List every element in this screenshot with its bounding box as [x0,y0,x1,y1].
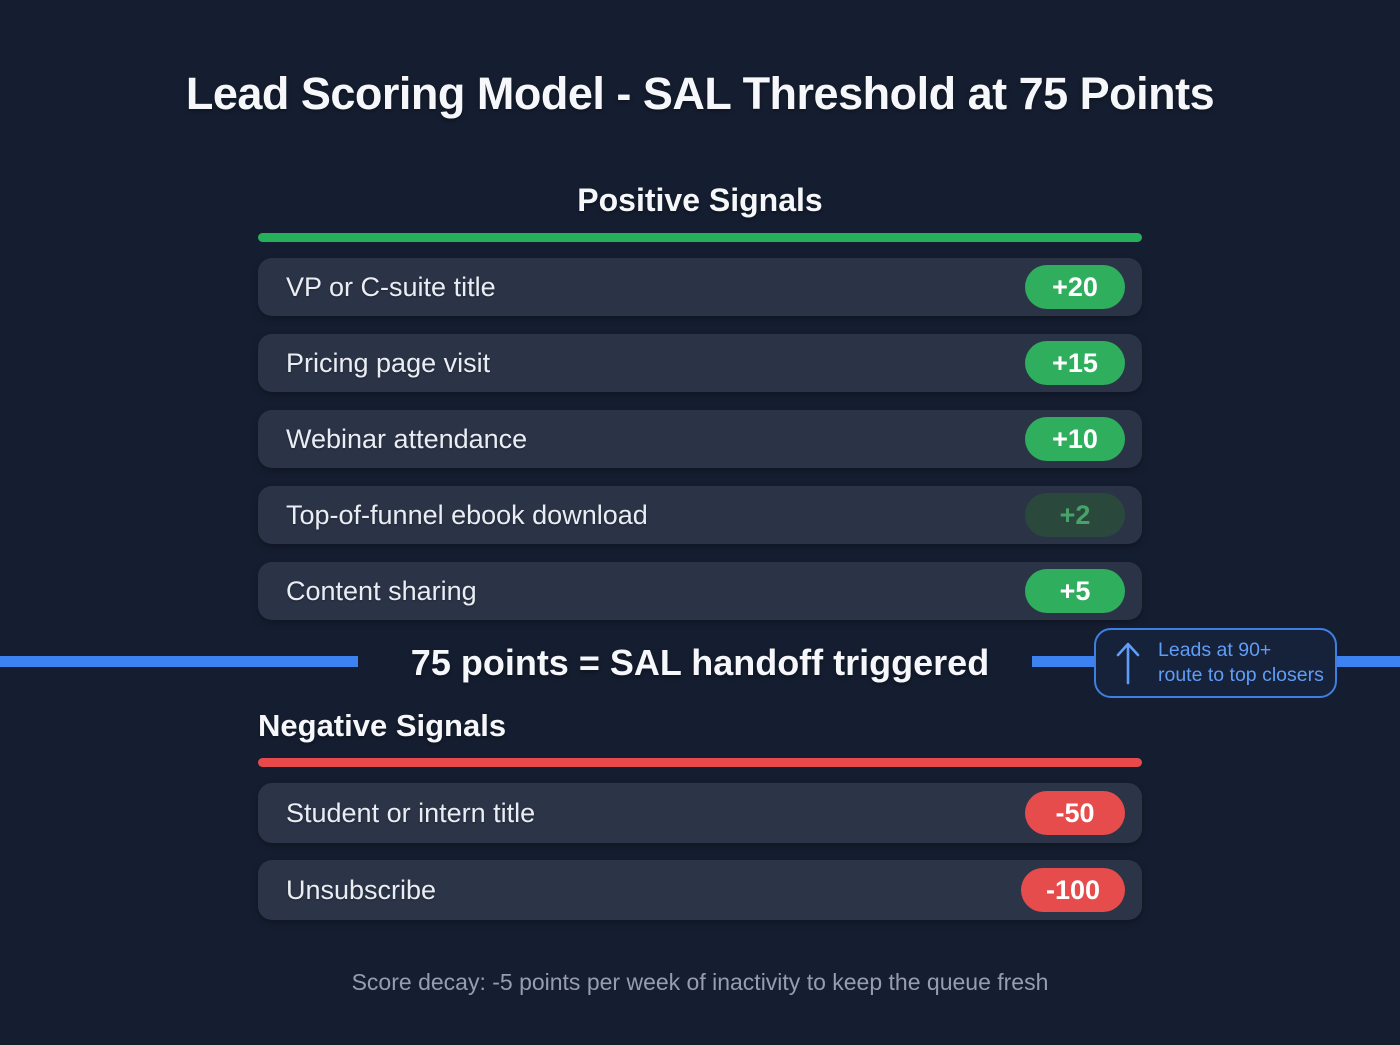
score-badge: +20 [1025,265,1125,309]
score-badge: -100 [1021,868,1125,912]
threshold-line-left [0,656,358,667]
score-badge: -50 [1025,791,1125,835]
score-badge: +5 [1025,569,1125,613]
routing-callout-text: Leads at 90+ route to top closers [1158,638,1324,687]
positive-accent-bar [258,233,1142,242]
signal-label: VP or C-suite title [286,271,496,302]
signal-label: Student or intern title [286,797,536,828]
signal-row: Unsubscribe -100 [258,860,1142,920]
signal-label: Webinar attendance [286,423,528,454]
signal-row: Top-of-funnel ebook download +2 [258,486,1142,544]
signal-label: Top-of-funnel ebook download [286,499,648,530]
signal-row: VP or C-suite title +20 [258,258,1142,316]
negative-signal-list: Student or intern title -50 Unsubscribe … [258,783,1142,920]
score-badge: +10 [1025,417,1125,461]
positive-signals-heading: Positive Signals [577,182,823,218]
score-badge-dimmed: +2 [1025,493,1125,537]
routing-callout-line1: Leads at 90+ [1158,639,1272,662]
sal-threshold-band: 75 points = SAL handoff triggered Leads … [0,628,1400,698]
threshold-line-right [1335,656,1400,667]
signal-label: Unsubscribe [286,874,437,905]
arrow-up-icon [1113,640,1143,686]
score-badge: +15 [1025,341,1125,385]
signal-row: Student or intern title -50 [258,783,1142,843]
threshold-line-mid [1032,656,1094,667]
score-decay-note: Score decay: -5 points per week of inact… [351,969,1049,995]
content-column: Positive Signals VP or C-suite title +20… [258,182,1142,996]
negative-accent-bar [258,758,1142,767]
signal-row: Content sharing +5 [258,562,1142,620]
signal-row: Pricing page visit +15 [258,334,1142,392]
threshold-label: 75 points = SAL handoff triggered [410,642,990,683]
signal-label: Pricing page visit [286,347,491,378]
signal-row: Webinar attendance +10 [258,410,1142,468]
signal-label: Content sharing [286,575,477,606]
positive-signal-list: VP or C-suite title +20 Pricing page vis… [258,258,1142,620]
page-title: Lead Scoring Model - SAL Threshold at 75… [185,68,1215,119]
routing-callout: Leads at 90+ route to top closers [1094,628,1337,698]
routing-callout-line2: route to top closers [1158,664,1324,686]
negative-signals-heading: Negative Signals [258,708,507,743]
